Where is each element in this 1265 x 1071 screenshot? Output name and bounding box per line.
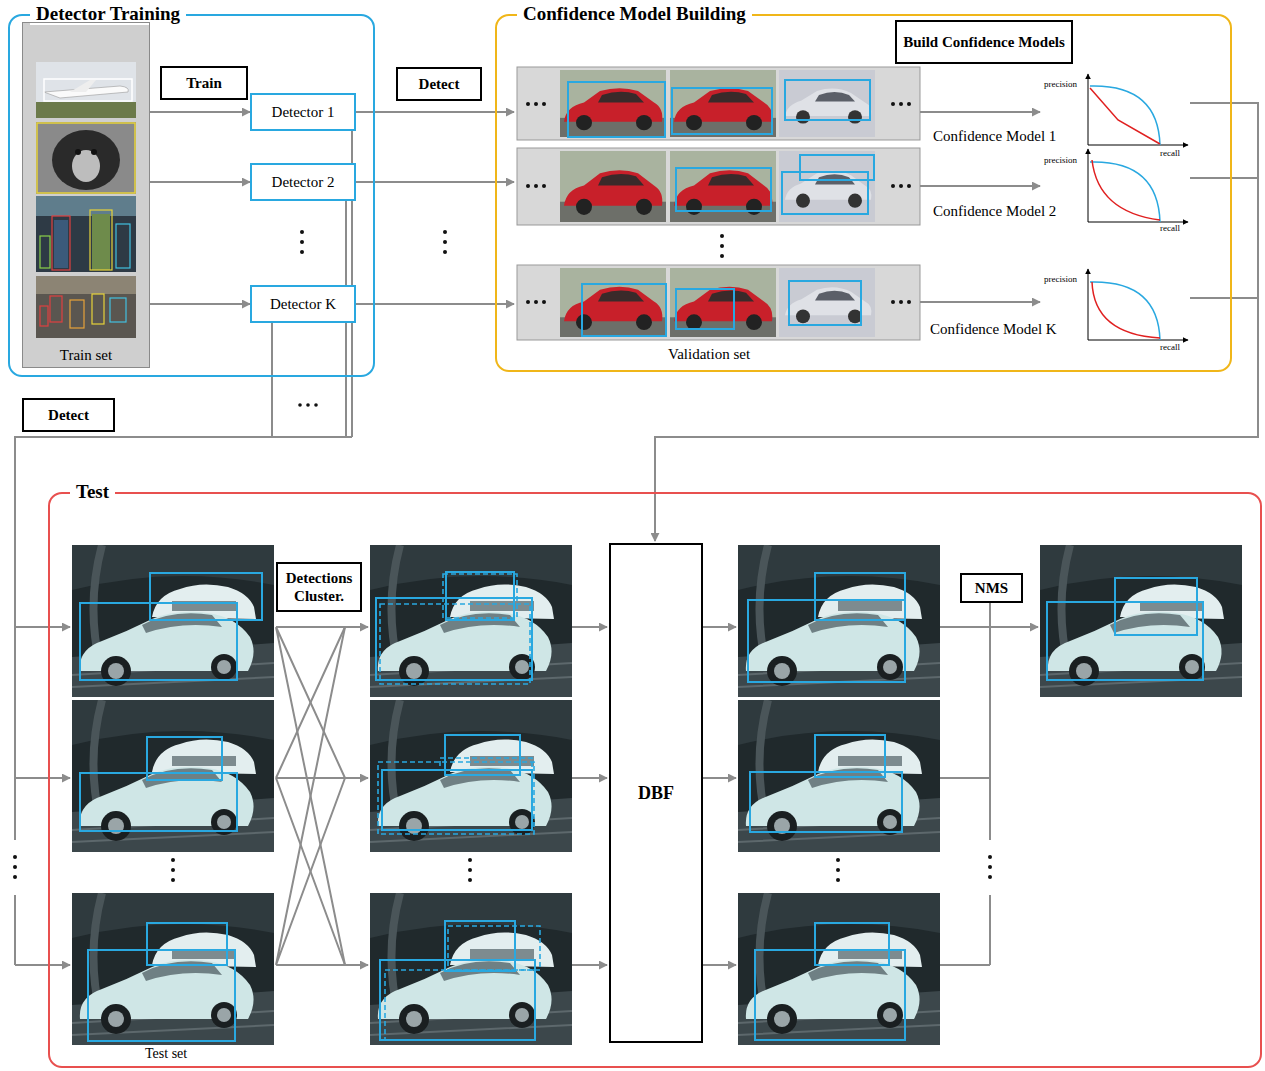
- connector: [150, 303, 250, 305]
- connector: [150, 111, 250, 113]
- node-text: Detector 1: [272, 103, 335, 121]
- step-label: Detections Cluster.: [276, 562, 362, 612]
- axis-label: precision: [1044, 79, 1077, 89]
- node-text: Detector 2: [272, 173, 335, 191]
- fusion-box: DBF: [609, 543, 703, 1043]
- panel-title: Test: [70, 481, 115, 503]
- node-text: Detect: [48, 406, 89, 424]
- panel: Detector TrainingTrain setTrainDetector …: [8, 14, 375, 377]
- model-label: Confidence Model 2: [933, 203, 1056, 220]
- axis-label: recall: [1160, 148, 1180, 158]
- panel: TestDetections Cluster.DBFNMS: [48, 492, 1262, 1068]
- set-label: Validation set: [668, 346, 750, 363]
- node-text: Detector K: [270, 295, 336, 313]
- detector-box: Detector 1: [250, 93, 356, 131]
- panel: Confidence Model BuildingBuild Confidenc…: [495, 14, 1232, 372]
- set-label: Test set: [145, 1046, 187, 1062]
- step-label: Detect: [22, 398, 115, 432]
- node-text: Train: [186, 74, 222, 92]
- step-label: NMS: [960, 573, 1023, 603]
- node-text: Build Confidence Models: [903, 33, 1065, 51]
- detector-box: Detector K: [250, 285, 356, 323]
- axis-label: recall: [1160, 342, 1180, 352]
- node-text: DBF: [638, 783, 674, 804]
- model-label: Confidence Model K: [930, 321, 1057, 338]
- panel-title: Confidence Model Building: [517, 3, 752, 25]
- node-text: Train set: [60, 346, 112, 364]
- image-set: Train set: [22, 22, 150, 368]
- detector-box: Detector 2: [250, 163, 356, 201]
- step-label: Train: [160, 66, 248, 100]
- axis-label: precision: [1044, 274, 1077, 284]
- node-text: NMS: [975, 579, 1008, 597]
- step-label: Detect: [396, 67, 482, 101]
- axis-label: recall: [1160, 223, 1180, 233]
- axis-label: precision: [1044, 155, 1077, 165]
- model-label: Confidence Model 1: [933, 128, 1056, 145]
- node-text: Detections Cluster.: [282, 569, 356, 605]
- step-label: Build Confidence Models: [895, 20, 1073, 64]
- connector: [150, 181, 250, 183]
- node-text: Detect: [419, 75, 460, 93]
